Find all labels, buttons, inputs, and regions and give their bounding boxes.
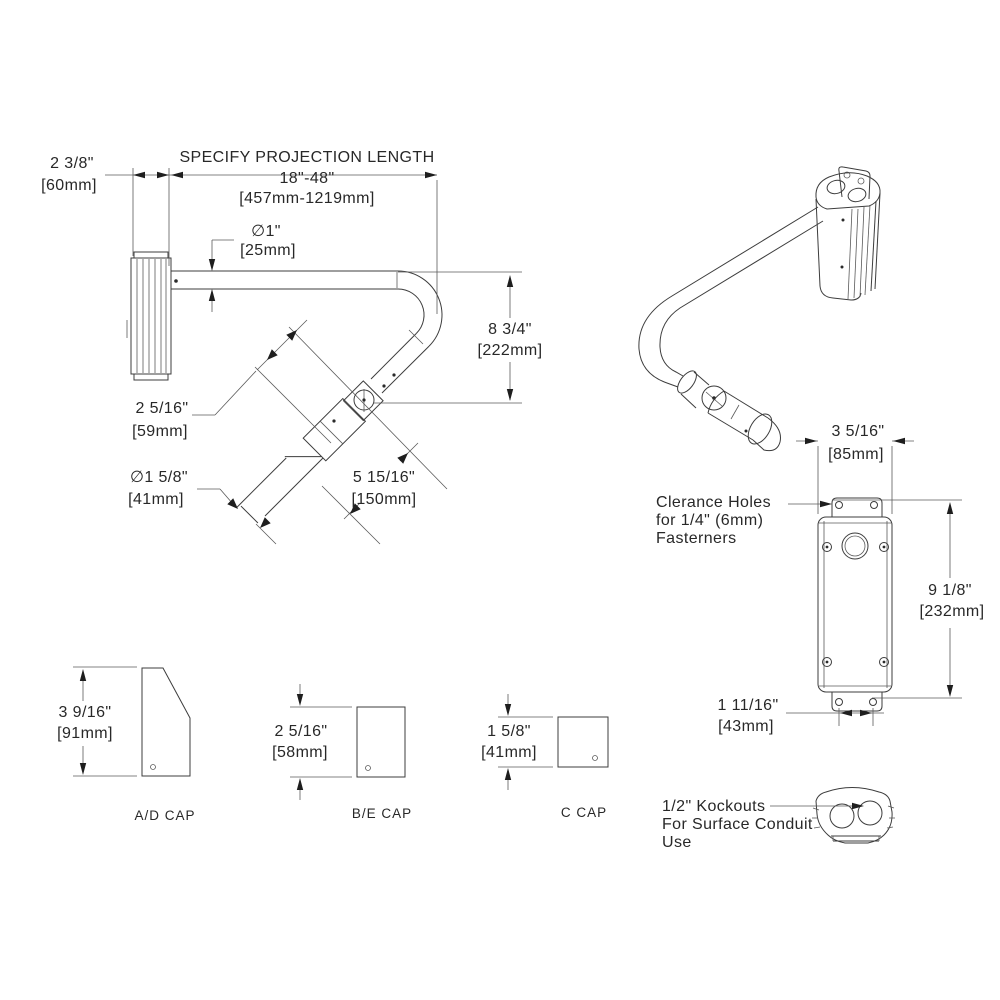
cap-ad-label: A/D CAP — [134, 808, 195, 823]
dim-cap-c-mm: [41mm] — [481, 744, 537, 761]
knockout-detail: 1/2" Kockouts For Surface Conduit Use — [662, 787, 895, 851]
dim-knuckle: 2 5/16" [59mm] — [132, 319, 448, 490]
dim-back-width-in: 3 5/16" — [832, 423, 885, 440]
clearance-note-line1: Clerance Holes — [656, 494, 771, 511]
dim-wall-depth-in: 2 3/8" — [50, 155, 94, 172]
back-top-tab — [831, 497, 883, 517]
dim-wall-depth-and-projection: 2 3/8" [60mm] SPECIFY PROJECTION LENGTH … — [41, 149, 438, 314]
dim-drop-in: 8 3/4" — [488, 321, 532, 338]
dim-cap-be-mm: [58mm] — [272, 744, 328, 761]
knockout-note-line2: For Surface Conduit — [662, 816, 813, 833]
cap-c: 1 5/8" [41mm] C CAP — [481, 694, 609, 820]
clearance-note-line2: for 1/4" (6mm) — [656, 512, 763, 529]
wall-plate — [126, 251, 178, 381]
cap-ad: 3 9/16" [91mm] A/D CAP — [57, 666, 195, 823]
dim-tube-dia-in: ∅1" — [251, 223, 281, 240]
back-view: 3 5/16" [85mm] 9 1/8" [232mm] 1 11/16" [… — [656, 423, 984, 735]
dim-back-width-mm: [85mm] — [828, 446, 884, 463]
iso-lamp-holder — [677, 370, 781, 452]
dim-knuckle-in: 2 5/16" — [136, 400, 189, 417]
cap-be-label: B/E CAP — [352, 806, 412, 821]
dim-back-height-in: 9 1/8" — [928, 582, 972, 599]
clearance-note-line3: Fasterners — [656, 530, 736, 547]
dim-back-hole-span-mm: [43mm] — [718, 718, 774, 735]
cap-be: 2 5/16" [58mm] B/E CAP — [272, 684, 412, 821]
dim-tube-dia-mm: [25mm] — [240, 242, 296, 259]
iso-knockout-hole — [826, 179, 846, 195]
back-body — [817, 516, 893, 693]
dim-cap-c-in: 1 5/8" — [487, 723, 531, 740]
dim-drop: 8 3/4" [222mm] — [374, 271, 542, 404]
dim-holder-len-mm: [150mm] — [351, 491, 416, 508]
dim-back-hole-span-in: 1 11/16" — [717, 697, 778, 714]
back-center-hole — [841, 532, 869, 560]
dim-tube-dia: ∅1" [25mm] — [208, 223, 296, 312]
dim-back-height: 9 1/8" [232mm] — [832, 499, 984, 699]
arm-tube — [171, 270, 443, 394]
projection-range-mm: [457mm-1219mm] — [239, 190, 374, 207]
dim-drop-mm: [222mm] — [477, 342, 542, 359]
dim-back-height-mm: [232mm] — [919, 603, 984, 620]
iso-gooseneck-tube — [638, 206, 824, 388]
knockout-note-line3: Use — [662, 834, 692, 851]
projection-label: SPECIFY PROJECTION LENGTH — [179, 149, 434, 166]
iso-view — [638, 166, 881, 452]
iso-body — [815, 192, 881, 301]
dim-back-hole-span: 1 11/16" [43mm] — [717, 697, 884, 735]
dim-holder-dia-mm: [41mm] — [128, 491, 184, 508]
back-bottom-tab — [831, 692, 883, 712]
side-view: 2 3/8" [60mm] SPECIFY PROJECTION LENGTH … — [41, 149, 542, 545]
iso-bracket-tab — [838, 166, 871, 200]
dim-back-width: 3 5/16" [85mm] — [796, 423, 914, 514]
iso-top-face — [815, 172, 881, 210]
cap-c-label: C CAP — [561, 805, 607, 820]
dim-holder-dia-in: ∅1 5/8" — [130, 469, 188, 486]
projection-range-in: 18"-48" — [279, 170, 334, 187]
knockout-circle — [829, 803, 855, 829]
knockout-note-line1: 1/2" Kockouts — [662, 798, 765, 815]
dim-cap-be-in: 2 5/16" — [275, 723, 328, 740]
dim-cap-ad-in: 3 9/16" — [59, 704, 112, 721]
lamp-holder — [236, 380, 384, 524]
dim-holder-dia: ∅1 5/8" [41mm] — [128, 469, 277, 545]
iso-knockout-hole — [847, 187, 867, 203]
knockout-circle — [857, 800, 883, 826]
dim-knuckle-mm: [59mm] — [132, 423, 188, 440]
back-screws — [822, 542, 889, 667]
clearance-note: Clerance Holes for 1/4" (6mm) Fasterners — [656, 494, 832, 547]
dim-holder-len-in: 5 15/16" — [353, 469, 415, 486]
dim-cap-ad-mm: [91mm] — [57, 725, 113, 742]
dim-wall-depth-mm: [60mm] — [41, 177, 97, 194]
dim-holder-len: 5 15/16" [150mm] — [321, 442, 419, 545]
